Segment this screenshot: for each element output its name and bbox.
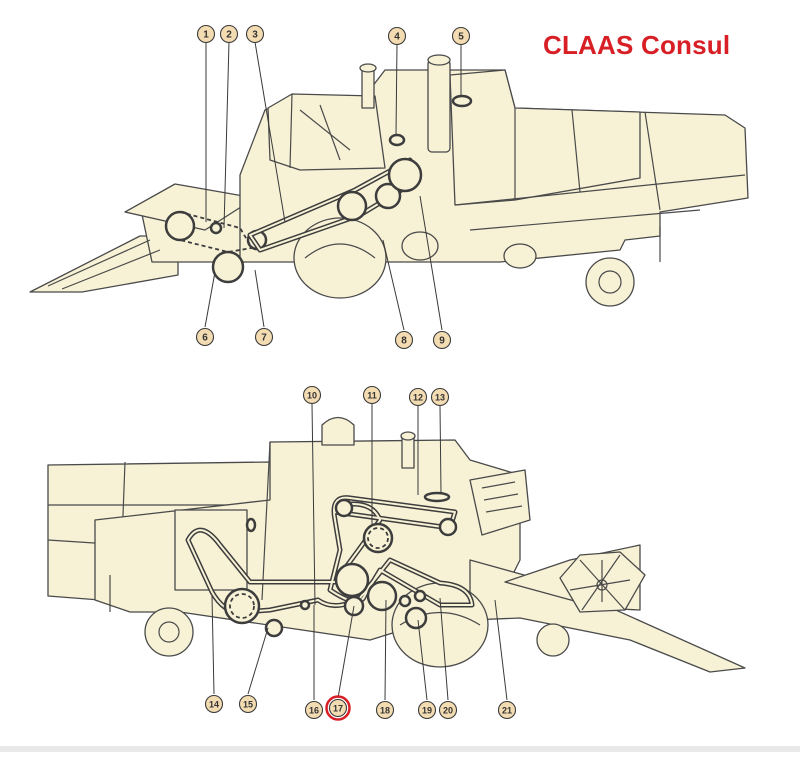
callout-label: 2 xyxy=(226,30,232,41)
leader-lines xyxy=(204,41,508,701)
callout-label: 15 xyxy=(243,700,253,710)
callout-15: 15 xyxy=(238,694,258,714)
callout-label: 8 xyxy=(401,336,407,347)
callout-label: 20 xyxy=(443,706,453,716)
callout-12: 12 xyxy=(408,387,428,407)
callout-circle xyxy=(302,385,322,405)
callout-circle xyxy=(375,700,395,720)
bottom-header-wheel xyxy=(536,623,570,657)
callout-circle xyxy=(196,24,216,44)
top-rear-wheel xyxy=(585,257,635,307)
callout-label: 16 xyxy=(309,706,319,716)
callout-label: 3 xyxy=(252,30,258,41)
callout-10: 10 xyxy=(302,385,322,405)
callout-17: 17 xyxy=(325,695,351,721)
callout-circle xyxy=(387,26,407,46)
callout-21: 21 xyxy=(497,700,517,720)
callout-circle xyxy=(394,330,414,350)
callout-circle xyxy=(195,327,215,347)
callout-label: 10 xyxy=(307,391,317,401)
callout-label: 18 xyxy=(380,706,390,716)
top-machine xyxy=(29,54,749,307)
callout-circle xyxy=(254,327,274,347)
callout-18: 18 xyxy=(375,700,395,720)
callout-circle xyxy=(451,26,471,46)
callout-circle xyxy=(408,387,428,407)
bottom-exhaust-pipe xyxy=(401,437,415,469)
bottom-side-panel xyxy=(174,509,248,591)
callout-11: 11 xyxy=(362,385,382,405)
callout-circle xyxy=(432,330,452,350)
callout-2: 2 xyxy=(219,24,239,44)
callout-circle xyxy=(219,24,239,44)
top-exhaust-pipe xyxy=(361,69,375,109)
bottom-hopper xyxy=(321,416,355,446)
top-drive-belts xyxy=(164,94,473,284)
bottom-machine xyxy=(47,416,746,673)
callout-label: 9 xyxy=(439,336,445,347)
bottom-reel xyxy=(559,551,646,613)
callout-label: 1 xyxy=(203,30,209,41)
callout-1: 1 xyxy=(196,24,216,44)
bottom-grill xyxy=(469,469,531,536)
callout-label: 6 xyxy=(202,333,208,344)
callout-circle xyxy=(438,700,458,720)
callout-circle xyxy=(417,700,437,720)
callout-circle xyxy=(304,700,324,720)
callout-9: 9 xyxy=(432,330,452,350)
callout-7: 7 xyxy=(254,327,274,347)
callout-13: 13 xyxy=(430,387,450,407)
callout-circle xyxy=(238,694,258,714)
bottom-divider xyxy=(0,746,800,752)
callout-label: 7 xyxy=(261,333,267,344)
callout-label: 5 xyxy=(458,32,464,43)
highlight-ring xyxy=(325,695,351,721)
callout-6: 6 xyxy=(195,327,215,347)
callout-20: 20 xyxy=(438,700,458,720)
callout-14: 14 xyxy=(204,694,224,714)
callout-label: 14 xyxy=(209,700,219,710)
bottom-drive-belts xyxy=(185,491,475,638)
top-unloading-pipe xyxy=(427,59,451,153)
callout-label: 17 xyxy=(333,704,343,714)
callout-8: 8 xyxy=(394,330,414,350)
callout-label: 4 xyxy=(394,32,400,43)
callout-19: 19 xyxy=(417,700,437,720)
callout-circle xyxy=(328,698,348,718)
callout-label: 11 xyxy=(367,391,377,401)
callout-3: 3 xyxy=(245,24,265,44)
callout-label: 21 xyxy=(502,706,512,716)
callout-circle xyxy=(362,385,382,405)
callout-circle xyxy=(430,387,450,407)
callout-label: 12 xyxy=(413,393,423,403)
callout-label: 19 xyxy=(422,706,432,716)
callout-4: 4 xyxy=(387,26,407,46)
top-grain-tank xyxy=(449,69,641,206)
callout-circle xyxy=(245,24,265,44)
callout-circle xyxy=(497,700,517,720)
diagram-title: CLAAS Consul xyxy=(543,30,731,60)
callout-circle xyxy=(204,694,224,714)
top-front-wheel xyxy=(293,217,387,299)
callout-16: 16 xyxy=(304,700,324,720)
callout-label: 13 xyxy=(435,393,445,403)
callout-5: 5 xyxy=(451,26,471,46)
top-mid-drum xyxy=(401,231,439,261)
bottom-rear-wheel xyxy=(144,607,194,657)
